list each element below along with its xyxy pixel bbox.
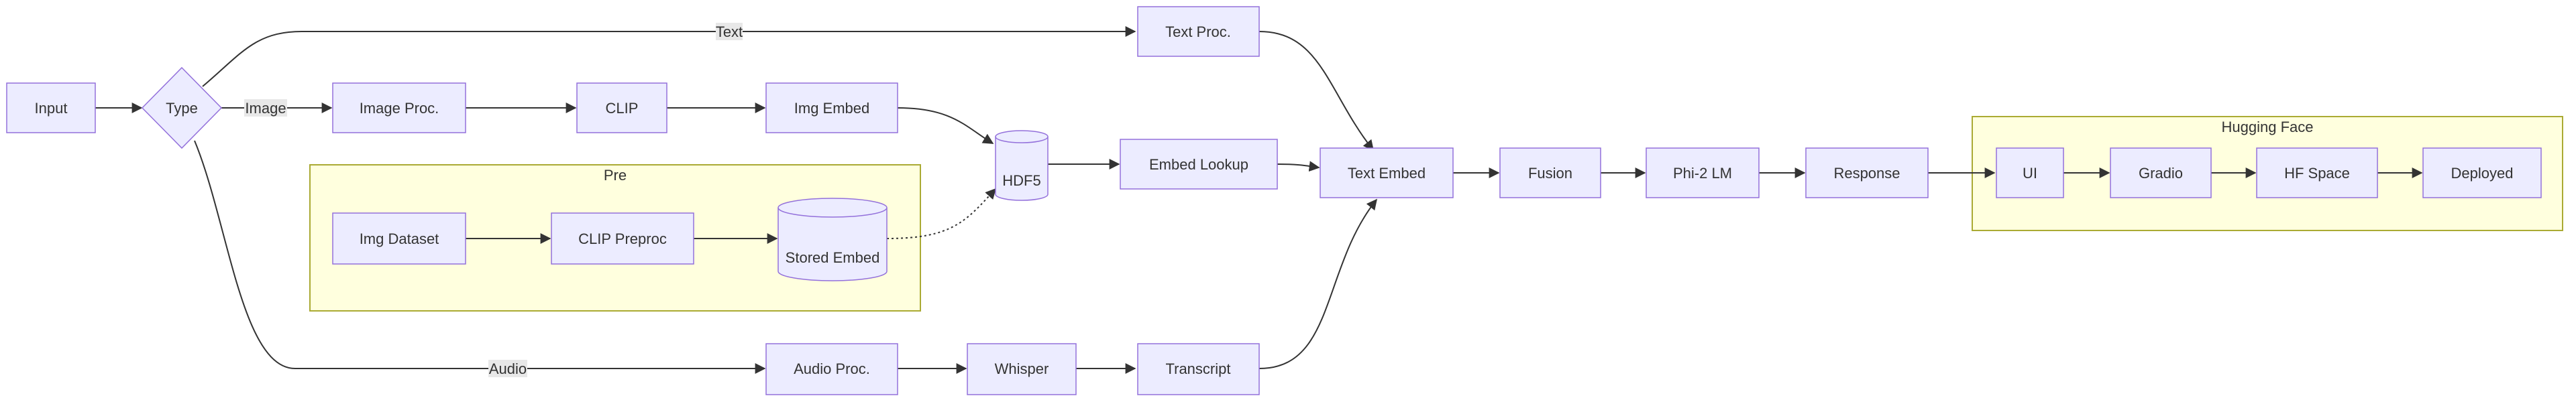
edges	[95, 26, 2423, 374]
node-phi2-lm-label: Phi-2 LM	[1673, 165, 1732, 182]
node-transcript: Transcript	[1137, 343, 1260, 395]
node-text-proc-label: Text Proc.	[1165, 23, 1231, 40]
node-deployed-label: Deployed	[2451, 165, 2514, 182]
edge-transcript-text-embed	[1258, 198, 1378, 369]
node-hf-space-label: HF Space	[2284, 165, 2350, 182]
edge-label-audio: Audio	[488, 360, 527, 377]
node-transcript-label: Transcript	[1166, 360, 1231, 377]
node-img-dataset-label: Img Dataset	[360, 230, 439, 247]
node-embed-lookup: Embed Lookup	[1120, 139, 1278, 190]
node-hdf5-database: HDF5	[995, 130, 1049, 201]
edge-label-text: Text	[716, 23, 743, 40]
node-hdf5-label: HDF5	[1002, 172, 1040, 189]
node-audio-proc-label: Audio Proc.	[794, 360, 870, 377]
edge-type-text-proc	[202, 26, 1136, 87]
node-deployed: Deployed	[2422, 147, 2542, 198]
edge-label-image-value: Image	[245, 100, 286, 117]
node-audio-proc: Audio Proc.	[765, 343, 898, 395]
node-type-label: Type	[166, 100, 198, 117]
node-ui-label: UI	[2023, 165, 2037, 182]
node-clip-preproc: CLIP Preproc	[551, 212, 694, 265]
edge-label-image: Image	[244, 99, 287, 117]
node-clip-preproc-label: CLIP Preproc	[578, 230, 667, 247]
node-whisper-label: Whisper	[995, 360, 1049, 377]
node-text-proc: Text Proc.	[1137, 6, 1260, 57]
node-input-label: Input	[35, 100, 68, 117]
node-type-decision: Type	[141, 66, 223, 149]
node-image-proc: Image Proc.	[332, 82, 466, 133]
node-hf-space: HF Space	[2256, 147, 2378, 198]
edge-label-audio-value: Audio	[489, 360, 527, 377]
edge-embed-lookup-text-embed	[1277, 161, 1320, 172]
edge-text-proc-text-embed	[1258, 31, 1374, 151]
node-text-embed-label: Text Embed	[1348, 165, 1426, 182]
node-fusion-label: Fusion	[1528, 165, 1572, 182]
cluster-pre-title: Pre	[604, 167, 627, 184]
node-img-embed: Img Embed	[765, 82, 898, 133]
node-img-embed-label: Img Embed	[794, 100, 870, 117]
node-stored-embed-label: Stored Embed	[786, 249, 880, 266]
node-fusion: Fusion	[1499, 147, 1601, 198]
node-img-dataset: Img Dataset	[332, 212, 466, 265]
node-gradio: Gradio	[2110, 147, 2212, 198]
node-phi2-lm: Phi-2 LM	[1646, 147, 1760, 198]
cluster-hugging-face-title: Hugging Face	[2222, 119, 2314, 135]
node-input: Input	[6, 82, 96, 133]
node-whisper: Whisper	[967, 343, 1077, 395]
node-image-proc-label: Image Proc.	[360, 100, 439, 117]
edge-img-embed-hdf5	[897, 107, 994, 144]
edge-type-audio-proc	[194, 140, 766, 374]
node-response: Response	[1805, 147, 1929, 198]
edge-label-text-value: Text	[716, 23, 743, 40]
node-stored-embed-database: Stored Embed	[777, 198, 888, 281]
node-gradio-label: Gradio	[2139, 165, 2183, 182]
node-clip: CLIP	[576, 82, 667, 133]
node-text-embed: Text Embed	[1320, 147, 1454, 198]
node-embed-lookup-label: Embed Lookup	[1149, 156, 1248, 173]
node-clip-label: CLIP	[606, 100, 639, 117]
node-ui: UI	[1996, 147, 2064, 198]
node-response-label: Response	[1833, 165, 1900, 182]
